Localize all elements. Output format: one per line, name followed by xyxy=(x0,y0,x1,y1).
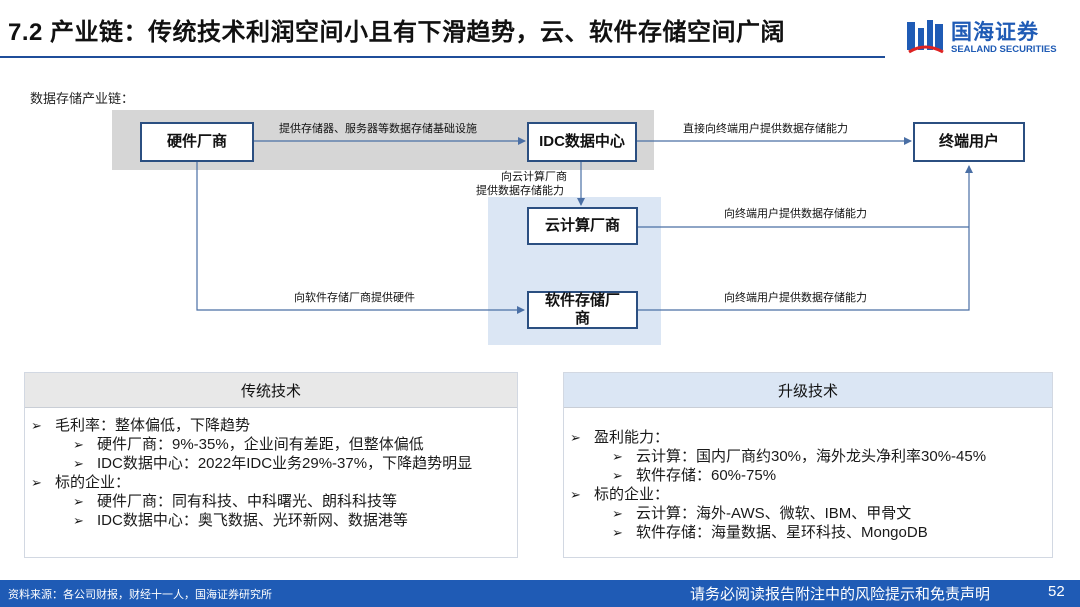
page-title: 7.2 产业链：传统技术利润空间小且有下滑趋势，云、软件存储空间广阔 xyxy=(8,19,786,46)
node-end-user: 终端用户 xyxy=(913,122,1025,162)
traditional-panel-header: 传统技术 xyxy=(25,373,517,407)
list-subitem: 云计算：国内厂商约30%，海外龙头净利率30%-45% xyxy=(564,447,1052,466)
list-item: 标的企业： 云计算：海外-AWS、微软、IBM、甲骨文 软件存储：海量数据、星环… xyxy=(564,485,1052,542)
list-item-text: 盈利能力： xyxy=(594,429,670,446)
list-subitem: 云计算：海外-AWS、微软、IBM、甲骨文 xyxy=(564,504,1052,523)
list-subitem: 硬件厂商：9%-35%，企业间有差距，但整体偏低 xyxy=(25,435,517,454)
traditional-panel-body: 毛利率：整体偏低，下降趋势 硬件厂商：9%-35%，企业间有差距，但整体偏低 I… xyxy=(25,407,517,530)
diagram-subheading: 数据存储产业链： xyxy=(30,91,135,106)
list-item: 毛利率：整体偏低，下降趋势 硬件厂商：9%-35%，企业间有差距，但整体偏低 I… xyxy=(25,416,517,473)
page-number: 52 xyxy=(1048,583,1065,600)
upgrade-tech-panel: 升级技术 盈利能力： 云计算：国内厂商约30%，海外龙头净利率30%-45% 软… xyxy=(563,372,1053,558)
traditional-tech-panel: 传统技术 毛利率：整体偏低，下降趋势 硬件厂商：9%-35%，企业间有差距，但整… xyxy=(24,372,518,558)
node-hardware-vendor: 硬件厂商 xyxy=(140,122,254,162)
footer-bar xyxy=(0,580,1080,607)
edge-software-to-user xyxy=(638,165,973,311)
upgrade-panel-body: 盈利能力： 云计算：国内厂商约30%，海外龙头净利率30%-45% 软件存储：6… xyxy=(564,407,1052,542)
company-logo: 国海证券 SEALAND SECURITIES xyxy=(905,14,1065,60)
upgrade-panel-header: 升级技术 xyxy=(564,373,1052,407)
logo-text-cn: 国海证券 xyxy=(951,21,1039,44)
node-software-storage-vendor: 软件存储厂商 xyxy=(527,291,638,329)
node-idc-datacenter: IDC数据中心 xyxy=(527,122,637,162)
list-subitem: 软件存储：海量数据、星环科技、MongoDB xyxy=(564,523,1052,542)
label-idc-to-user: 直接向终端用户提供数据存储能力 xyxy=(683,123,848,135)
node-cloud-vendor: 云计算厂商 xyxy=(527,207,638,245)
node-software-label: 软件存储厂商 xyxy=(544,292,620,327)
label-idc-to-cloud-2: 提供数据存储能力 xyxy=(476,185,564,197)
label-idc-to-cloud-1: 向云计算厂商 xyxy=(501,171,567,183)
upgrade-panel-title: 升级技术 xyxy=(777,382,838,400)
list-subitem: 软件存储：60%-75% xyxy=(564,466,1052,485)
title-divider xyxy=(0,56,885,58)
list-item-text: 标的企业： xyxy=(594,486,670,503)
label-software-to-user: 向终端用户提供数据存储能力 xyxy=(724,292,867,304)
label-hw-to-idc: 提供存储器、服务器等数据存储基础设施 xyxy=(279,123,477,135)
diagram-connectors xyxy=(196,137,973,314)
list-item-text: 毛利率：整体偏低，下降趋势 xyxy=(55,417,251,434)
disclaimer-text: 请务必阅读报告附注中的风险提示和免责声明 xyxy=(690,586,991,603)
source-note: 资料来源：各公司财报，财经十一人，国海证券研究所 xyxy=(8,589,272,601)
traditional-panel-title: 传统技术 xyxy=(240,382,301,400)
label-cloud-to-user: 向终端用户提供数据存储能力 xyxy=(724,208,867,220)
logo-text-en: SEALAND SECURITIES xyxy=(951,44,1057,55)
list-item: 盈利能力： 云计算：国内厂商约30%，海外龙头净利率30%-45% 软件存储：6… xyxy=(564,428,1052,485)
sealand-logo-icon xyxy=(907,20,944,54)
list-subitem: IDC数据中心：2022年IDC业务29%-37%，下降趋势明显 xyxy=(25,454,517,473)
edge-hw-to-software xyxy=(196,162,525,314)
list-subitem: IDC数据中心：奥飞数据、光环新网、数据港等 xyxy=(25,511,517,530)
list-item: 标的企业： 硬件厂商：同有科技、中科曙光、朗科科技等 IDC数据中心：奥飞数据、… xyxy=(25,473,517,530)
label-hw-to-software: 向软件存储厂商提供硬件 xyxy=(294,292,415,304)
list-subitem: 硬件厂商：同有科技、中科曙光、朗科科技等 xyxy=(25,492,517,511)
list-item-text: 标的企业： xyxy=(55,474,131,491)
